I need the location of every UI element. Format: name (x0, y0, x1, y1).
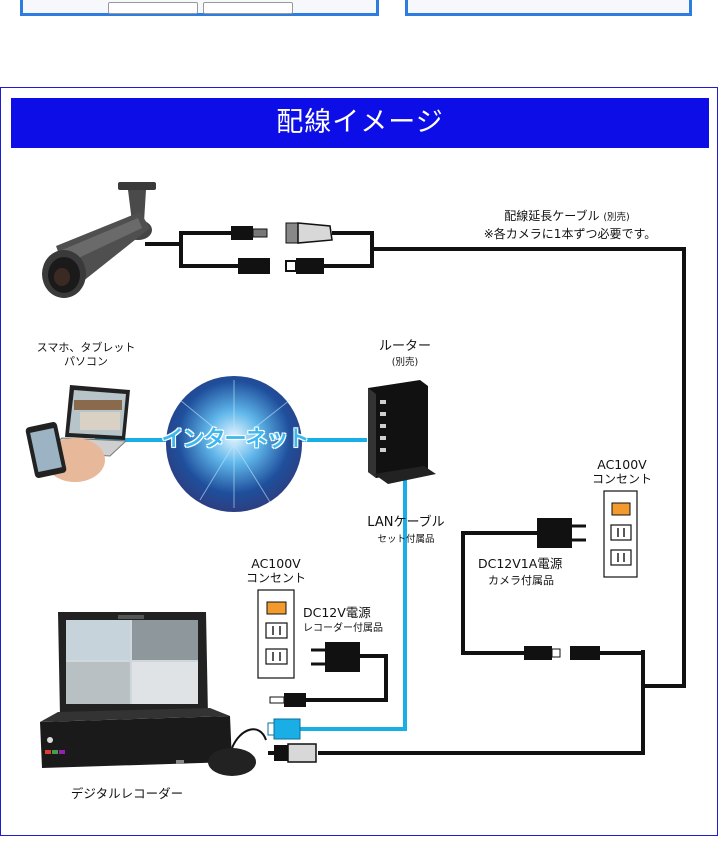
outlet-left-label: コンセント (245, 571, 306, 585)
extension-cable-top (332, 231, 686, 688)
dc-plug-camera-icon (238, 258, 270, 274)
top-right-card (405, 0, 692, 16)
bnc-connector-camera-icon (231, 226, 253, 240)
outlet-right-voltage: AC100V (597, 457, 647, 472)
lan-cable-note: セット付属品 (377, 534, 435, 545)
extension-cable-title: 配線延長ケーブル (504, 209, 600, 223)
mouse-icon (208, 728, 267, 776)
bnc-connector-extension-icon (285, 222, 299, 244)
digital-recorder-icon (40, 612, 232, 768)
smartphone-label: スマホ、タブレット (36, 341, 136, 354)
globe-rays (179, 380, 291, 508)
recorder-psu-label: DC12V電源 (303, 605, 371, 620)
recorder-label: デジタルレコーダー (70, 786, 184, 801)
lan-plug-icon (273, 718, 301, 740)
top-left-card (20, 0, 379, 16)
camera-psu-cable (461, 531, 537, 655)
camera-psu-adaptor-icon (537, 518, 572, 548)
camera-psu-note: カメラ付属品 (488, 574, 554, 587)
camera-video-lead (145, 231, 231, 246)
internet-label: インターネット (161, 427, 309, 452)
recorder-bnc-plug-icon (274, 745, 288, 761)
recorder-psu-adaptor-icon (325, 642, 360, 672)
extension-cable-label: 配線延長ケーブル (別売) (482, 209, 652, 225)
extension-cable-detail: ※各カメラに1本ずつ必要です。 (483, 227, 657, 241)
router-label: ルーター (378, 339, 431, 354)
extension-dc-jack-icon (570, 646, 600, 660)
extension-cable-note: (別売) (603, 212, 630, 223)
outlet-left-icon (257, 589, 295, 679)
pc-label: パソコン (64, 355, 108, 368)
extension-cable-power (324, 249, 374, 268)
top-left-button-1[interactable] (108, 2, 198, 14)
dc-jack-extension-icon (285, 260, 297, 272)
camera-power-lead (179, 244, 238, 268)
connectors (231, 222, 600, 763)
extension-cable-to-recorder (318, 650, 645, 755)
power-video-cables (145, 231, 686, 755)
outlet-right-label: コンセント (591, 472, 652, 486)
recorder-psu-cable (306, 654, 388, 702)
router-note: (別売) (391, 357, 419, 368)
outlet-left-voltage: AC100V (251, 556, 301, 571)
security-camera-icon (42, 182, 156, 298)
wiring-panel: 配線イメージ (0, 87, 718, 836)
outlet-right-icon (603, 490, 638, 578)
banner-title: 配線イメージ (11, 98, 709, 148)
top-left-button-2[interactable] (203, 2, 293, 14)
camera-psu-plug-icon (524, 646, 552, 660)
smartphone-icon (25, 421, 105, 482)
router-icon (368, 380, 436, 484)
camera-psu-label: DC12V1A電源 (478, 556, 563, 571)
recorder-psu-note: レコーダー付属品 (303, 623, 383, 634)
recorder-dc-plug-icon (284, 693, 306, 707)
lan-cable-label: LANケーブル (367, 515, 445, 530)
lan-cable-router-recorder (300, 478, 407, 731)
